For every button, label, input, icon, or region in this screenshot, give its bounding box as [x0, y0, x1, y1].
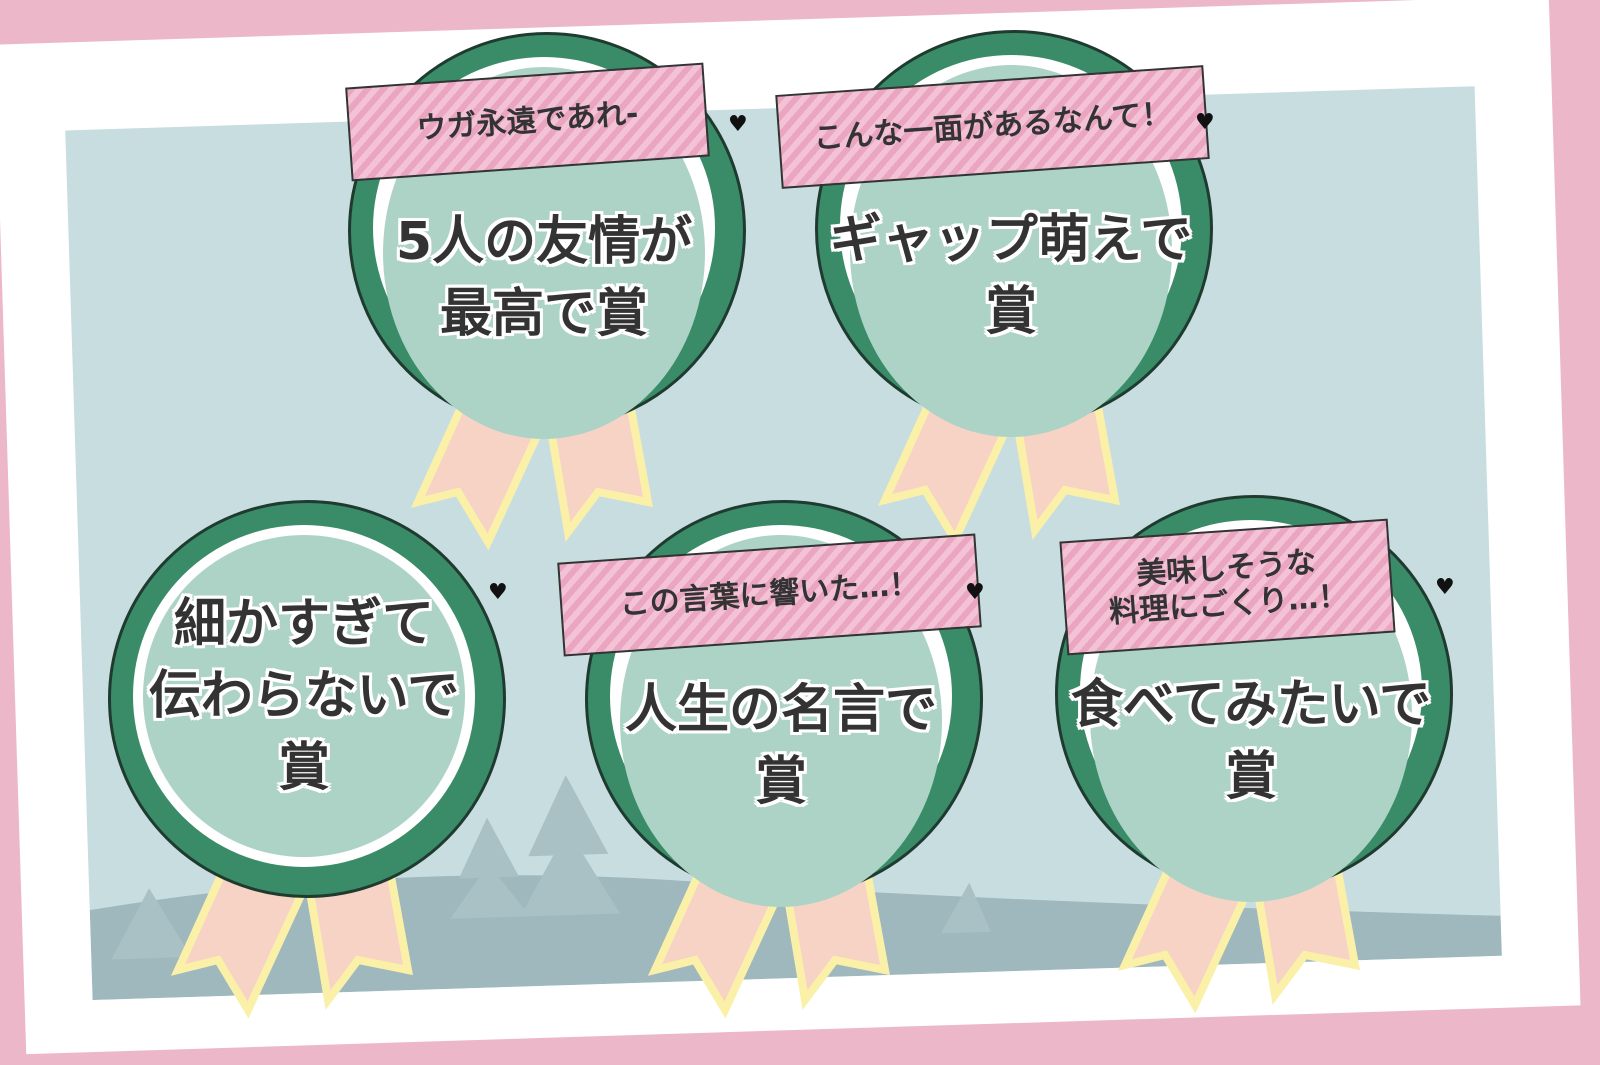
- badge-face: 細かすぎて伝わらないで賞: [143, 535, 465, 857]
- award-title-line: 細かすぎて: [173, 594, 434, 654]
- award-title-line: 伝わらないで: [148, 666, 460, 726]
- award-title-line: 賞: [1224, 747, 1277, 807]
- award-title-line: 5人の友情が: [395, 212, 693, 272]
- award-title-line: 賞: [984, 282, 1037, 342]
- heart-icon: ♥: [728, 112, 748, 137]
- award-title-line: ギャップ萌えで: [829, 210, 1193, 270]
- award-title-line: 最高で賞: [439, 284, 648, 344]
- badge-outer-ring: 細かすぎて伝わらないで賞: [108, 500, 506, 898]
- heart-icon: ♥: [1195, 110, 1215, 135]
- heart-icon: ♥: [965, 580, 985, 605]
- tape-text: こんな一面があるなんて！: [812, 96, 1173, 157]
- award-badge: 細かすぎて伝わらないで賞: [108, 500, 508, 1019]
- award-title-line: 人生の名言で: [624, 680, 937, 740]
- award-title-line: 賞: [754, 752, 807, 812]
- tape-label: 美味しそうな料理にごくり…！: [1059, 518, 1396, 656]
- heart-icon: ♥: [488, 580, 508, 605]
- award-title-line: 賞: [277, 738, 330, 798]
- tape-text: ウガ永遠であれ-: [415, 96, 640, 147]
- heart-icon: ♥: [1435, 575, 1455, 600]
- award-title-line: 食べてみたいで: [1070, 675, 1432, 735]
- tape-text: この言葉に響いた…！: [618, 566, 921, 623]
